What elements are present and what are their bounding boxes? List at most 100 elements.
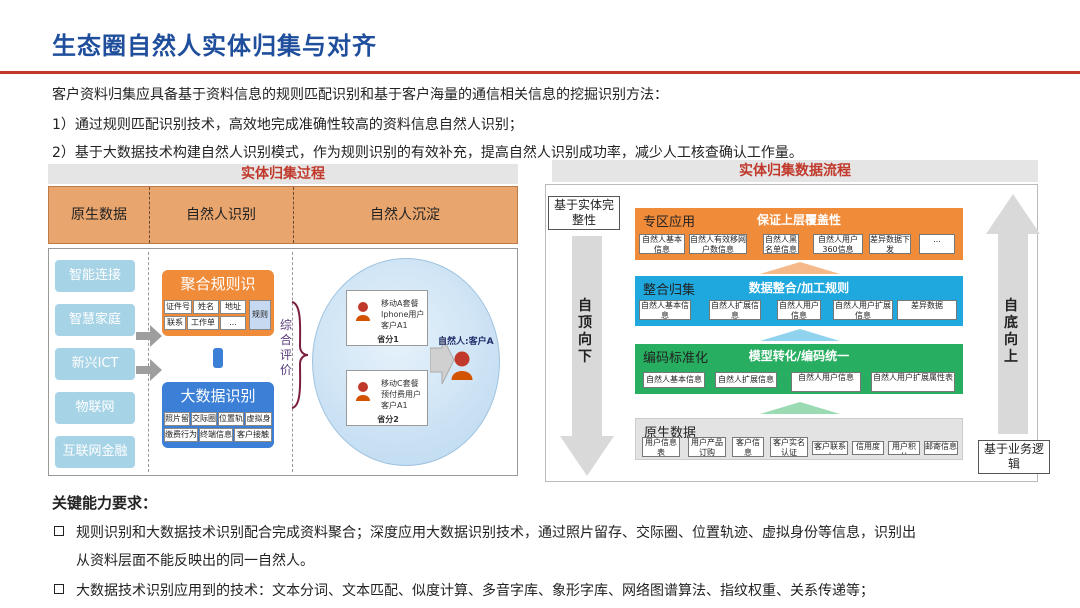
person-icon: [356, 302, 370, 321]
body-divider: [148, 252, 149, 472]
layer-item: 自然人黑名单信息: [763, 234, 799, 254]
bigdata-title: 大数据识别: [180, 387, 256, 405]
layer-item: 自然人用户360信息: [813, 234, 863, 254]
layer-encoding: 编码标准化 模型转化/编码统一 自然人基本信息 自然人扩展信息 自然人用户信息 …: [635, 344, 963, 394]
layer-item: 自然人扩展信息: [715, 372, 777, 388]
column-person-store: 自然人沉淀: [370, 207, 440, 223]
left-column-header-bar: 原生数据 自然人识别 自然人沉淀: [48, 186, 518, 244]
comprehensive-eval: 综合评价: [280, 318, 293, 377]
province-card-2: 移动C套餐 预付费用户 客户A1 省分2: [346, 370, 428, 426]
up-chevron-icon: [760, 402, 840, 414]
arrow-right-icon: [136, 325, 162, 347]
bigdata-cell: 交际圈: [191, 412, 217, 426]
rule-cell: ...: [220, 316, 246, 330]
layer-item: 自然人用户扩展属性表: [871, 372, 955, 392]
right-diagram-header: 实体归集数据流程: [552, 160, 1038, 182]
province2-line: 客户A1: [381, 401, 408, 410]
bigdata-cell: 客户接触: [234, 428, 272, 442]
brace-icon: [291, 301, 309, 409]
column-divider: [149, 187, 150, 243]
bottom-up-arrow: [986, 194, 1040, 434]
layer-item: 用户信息表: [642, 437, 680, 457]
column-raw-data: 原生数据: [71, 207, 127, 223]
rule-match-box: 聚合规则识 证件号码 姓名 地址 联系人 工作单位 ... 规则库: [162, 270, 274, 336]
layer-item: 差异数据: [897, 300, 957, 320]
up-chevron-icon: [760, 262, 840, 274]
link-icon: [213, 348, 223, 368]
layer-item: 差异数据下发: [869, 234, 911, 254]
province1-label: 省分1: [377, 335, 399, 344]
source-iot: 物联网: [55, 392, 135, 424]
layer-item: 客户联系人: [812, 441, 848, 455]
layer-item: 信用度: [852, 441, 884, 455]
top-down-arrow: [560, 236, 614, 476]
column-person-id: 自然人识别: [186, 207, 256, 223]
merge-arrow-icon: [430, 335, 455, 385]
body-divider: [292, 252, 293, 472]
rule-cell: 姓名: [193, 300, 219, 314]
person-result-label: 自然人:客户A: [438, 337, 494, 347]
source-new-ict: 新兴ICT: [55, 348, 135, 380]
layer-name: 专区应用: [643, 215, 696, 230]
column-divider: [293, 187, 294, 243]
bigdata-cell: 缴费行为: [164, 428, 198, 442]
source-internet-finance: 互联网金融: [55, 436, 135, 468]
up-chevron-icon: [760, 329, 840, 341]
bigdata-cell: 位置轨迹: [218, 412, 244, 426]
rule-cell: 联系人: [164, 316, 186, 330]
bigdata-box: 大数据识别 照片留存 交际圈 位置轨迹 虚拟身份 缴费行为 终端信息 客户接触: [162, 382, 274, 448]
person-icon: [451, 351, 473, 380]
intro-line-2: 1）通过规则匹配识别技术，高效地完成准确性较高的资料信息自然人识别；: [52, 117, 523, 133]
layer-integration: 整合归集 数据整合/加工规则 自然人基本信息 自然人扩展信息 自然人用户信息 自…: [635, 276, 963, 326]
key-bullet-2: 大数据技术识别应用到的技术：文本分词、文本匹配、似度计算、多音字库、象形字库、网…: [76, 583, 874, 599]
rule-cell: 地址: [220, 300, 246, 314]
intro-line-1: 客户资料归集应具备基于资料信息的规则匹配识别和基于客户海量的通信相关信息的挖掘识…: [52, 87, 668, 103]
rule-match-title: 聚合规则识: [180, 275, 256, 293]
bigdata-cell: 照片留存: [164, 412, 190, 426]
province1-line: Iphone用户: [381, 310, 425, 319]
layer-item: 自然人基本信息: [639, 300, 691, 320]
page-title: 生态圈自然人实体归集与对齐: [52, 32, 377, 60]
bigdata-cell: 虚拟身份: [245, 412, 272, 426]
layer-name: 整合归集: [643, 283, 696, 298]
layer-item: 自然人用户扩展信息: [833, 300, 893, 320]
bottom-up-text: 自底向上: [1004, 298, 1018, 365]
layer-app-zone: 专区应用 保证上层覆盖性 自然人基本信息 自然人有效移网户数信息 自然人黑名单信…: [635, 208, 963, 260]
arrow-right-icon: [136, 359, 162, 381]
source-smart-home: 智慧家庭: [55, 304, 135, 336]
province2-line: 预付费用户: [381, 390, 421, 399]
province2-line: 移动C套餐: [381, 379, 419, 388]
rule-library: 规则库: [249, 300, 271, 330]
layer-item: 用户积分: [888, 441, 920, 455]
layer-item: 用户产品订购: [688, 437, 726, 457]
layer-raw: 原生数据 用户信息表 用户产品订购 客户信息 客户实名认证 客户联系人 信用度 …: [635, 418, 963, 460]
key-bullet-1a: 规则识别和大数据技术识别配合完成资料聚合；深度应用大数据识别技术，通过照片留存、…: [76, 525, 916, 541]
top-down-text: 自顶向下: [578, 298, 592, 365]
layer-item: 邮寄信息: [924, 441, 958, 455]
rule-cell: 工作单位: [187, 316, 219, 330]
layer-item: 自然人用户信息: [777, 300, 821, 320]
province2-label: 省分2: [377, 415, 399, 424]
bullet-square-icon: [54, 584, 64, 594]
bigdata-cell: 终端信息: [199, 428, 233, 442]
title-divider: [0, 71, 1080, 74]
layer-item: 客户信息: [732, 437, 764, 457]
rule-cell: 证件号码: [164, 300, 192, 314]
layer-name: 编码标准化: [643, 351, 709, 366]
layer-item: 自然人有效移网户数信息: [689, 234, 747, 254]
key-bullet-1b: 从资料层面不能反映出的同一自然人。: [76, 553, 314, 569]
person-icon: [356, 382, 370, 401]
province1-line: 移动A套餐: [381, 299, 419, 308]
entity-completeness-label: 基于实体完整性: [548, 196, 620, 230]
layer-subtitle: 模型转化/编码统一: [748, 349, 850, 363]
layer-item: ...: [919, 234, 955, 254]
intro-line-3: 2）基于大数据技术构建自然人识别模式，作为规则识别的有效补充，提高自然人识别成功…: [52, 145, 803, 161]
layer-item: 客户实名认证: [770, 437, 808, 457]
source-smart-connect: 智能连接: [55, 260, 135, 292]
bullet-square-icon: [54, 526, 64, 536]
layer-item: 自然人基本信息: [639, 234, 685, 254]
layer-subtitle: 数据整合/加工规则: [748, 281, 850, 295]
province1-line: 客户A1: [381, 321, 408, 330]
layer-item: 自然人扩展信息: [709, 300, 761, 320]
flow-arrows: [136, 325, 162, 381]
